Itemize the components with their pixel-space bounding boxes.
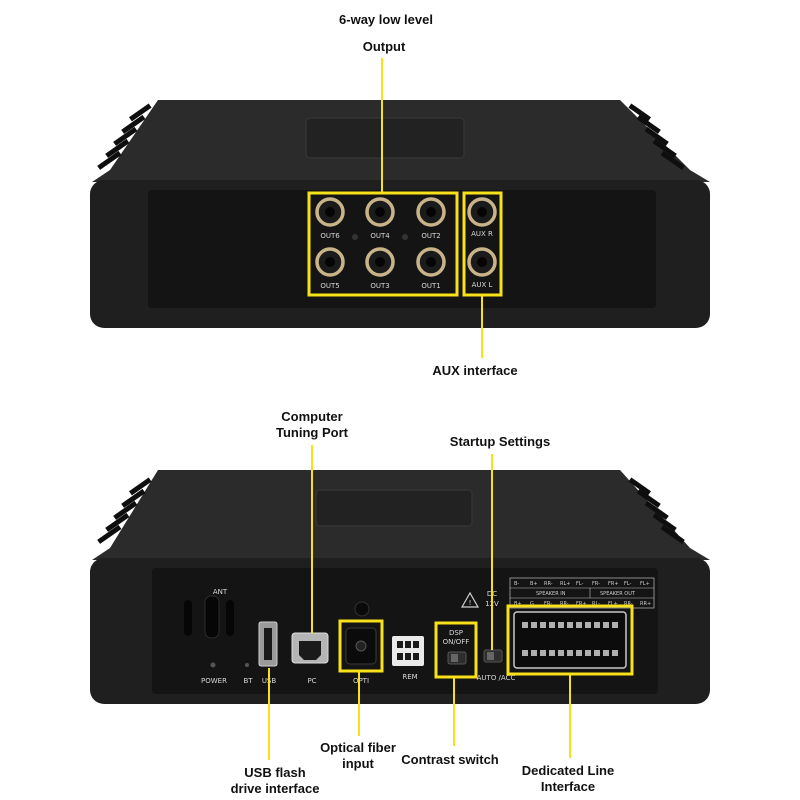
label-opti: OPTI bbox=[353, 677, 369, 685]
bottom-device-fins-left bbox=[97, 477, 152, 544]
label-out6: OUT6 bbox=[320, 232, 340, 240]
rem-connector bbox=[392, 636, 424, 666]
dedicated-line-connector bbox=[513, 611, 627, 669]
label-rem: REM bbox=[402, 673, 417, 681]
pin-row2-3: RR- bbox=[560, 601, 569, 607]
pin-row2-6: FL+ bbox=[608, 601, 618, 607]
aux-interface-label: AUX interface bbox=[432, 363, 517, 378]
dsp-switch-knob bbox=[451, 654, 458, 662]
label-out2: OUT2 bbox=[421, 232, 440, 240]
optical-highlight-box bbox=[338, 619, 384, 673]
pin-row2-4: FR+ bbox=[576, 601, 587, 607]
pin-row1-2: RR- bbox=[544, 581, 553, 587]
top-device-fins-left bbox=[97, 103, 152, 170]
pin-row2-0: B+ bbox=[514, 601, 522, 607]
bottom-device-lid-recess bbox=[315, 489, 473, 527]
usb-label-line2: drive interface bbox=[231, 781, 320, 796]
computer-tuning-line2: Tuning Port bbox=[276, 425, 349, 440]
label-aux-l: AUX L bbox=[472, 281, 493, 289]
label-out3: OUT3 bbox=[370, 282, 389, 290]
jack-out6 bbox=[315, 197, 345, 227]
antenna-port bbox=[204, 595, 220, 639]
label-dsp-line1: DSP bbox=[449, 629, 463, 637]
jack-out3 bbox=[365, 247, 395, 277]
output-title-line2: Output bbox=[363, 39, 406, 54]
jack-aux-r bbox=[467, 197, 497, 227]
top-device-lid-recess bbox=[305, 117, 465, 159]
svg-text:!: ! bbox=[469, 599, 472, 607]
screw-hole bbox=[354, 601, 370, 617]
vent-slot-2 bbox=[226, 600, 234, 636]
pin-row1-7: FL- bbox=[624, 581, 632, 587]
jack-out1 bbox=[416, 247, 446, 277]
auto-acc-switch-knob bbox=[487, 652, 494, 660]
optical-port-lens bbox=[355, 640, 367, 652]
pin-row1-6: FR+ bbox=[608, 581, 619, 587]
optical-label-line2: input bbox=[342, 756, 374, 771]
warning-icon bbox=[460, 591, 480, 608]
usb-port-slot bbox=[264, 628, 272, 660]
pin-row1-0: B- bbox=[514, 581, 519, 587]
label-dsp-line2: ON/OFF bbox=[443, 638, 470, 646]
connector-pins bbox=[522, 622, 618, 656]
label-out5: OUT5 bbox=[320, 282, 339, 290]
jack-out4 bbox=[365, 197, 395, 227]
top-device: OUT6 OUT4 OUT2 OUT5 OUT3 OUT1 AUX R AUX … bbox=[90, 100, 710, 328]
pin-row2-1: G bbox=[530, 601, 534, 607]
startup-settings-label: Startup Settings bbox=[450, 434, 550, 449]
label-power: POWER bbox=[201, 677, 227, 685]
vent-slot-1 bbox=[184, 600, 192, 636]
label-out4: OUT4 bbox=[370, 232, 390, 240]
contrast-switch-label: Contrast switch bbox=[401, 752, 499, 767]
pin-row1-8: FL+ bbox=[640, 581, 650, 587]
dedicated-label-line2: Interface bbox=[541, 779, 595, 794]
pin-row2-2: FR- bbox=[544, 601, 552, 607]
pin-table bbox=[509, 577, 655, 609]
pin-row2-5: RL- bbox=[592, 601, 600, 607]
bottom-device: ANT POWER BT USB PC OPTI REM DSP ON/OFF bbox=[90, 470, 710, 704]
dedicated-label-line1: Dedicated Line bbox=[522, 763, 614, 778]
pin-row1-4: FL- bbox=[576, 581, 584, 587]
label-pc: PC bbox=[307, 677, 316, 685]
label-auto-acc: AUTO /ACC bbox=[477, 674, 516, 682]
output-title-line1: 6-way low level bbox=[339, 12, 433, 27]
power-led bbox=[210, 662, 216, 668]
label-out1: OUT1 bbox=[421, 282, 440, 290]
usb-label-line1: USB flash bbox=[244, 765, 305, 780]
pin-row1-1: B+ bbox=[530, 581, 538, 587]
computer-tuning-line1: Computer bbox=[281, 409, 342, 424]
pc-port-opening bbox=[299, 641, 321, 660]
top-device-panel bbox=[148, 190, 656, 308]
bt-led bbox=[245, 663, 249, 667]
optical-label-line1: Optical fiber bbox=[320, 740, 396, 755]
dsp-switch-highlight-box bbox=[434, 621, 478, 679]
pin-row1-3: RL+ bbox=[560, 581, 570, 587]
label-speaker-in: SPEAKER IN bbox=[536, 591, 566, 597]
jack-out2 bbox=[416, 197, 446, 227]
pin-row1-5: FR- bbox=[592, 581, 600, 587]
top-device-fins-right bbox=[628, 103, 685, 170]
pin-row2-7: RR- bbox=[624, 601, 633, 607]
label-aux-r: AUX R bbox=[471, 230, 493, 238]
label-bt: BT bbox=[243, 677, 253, 685]
label-speaker-out: SPEAKER OUT bbox=[600, 591, 636, 597]
jack-aux-l bbox=[467, 247, 497, 277]
pin-row2-8: RR+ bbox=[640, 601, 651, 607]
label-ant: ANT bbox=[213, 588, 228, 596]
jack-out5 bbox=[315, 247, 345, 277]
out-jacks bbox=[315, 197, 446, 277]
bottom-device-fins-right bbox=[628, 477, 685, 544]
